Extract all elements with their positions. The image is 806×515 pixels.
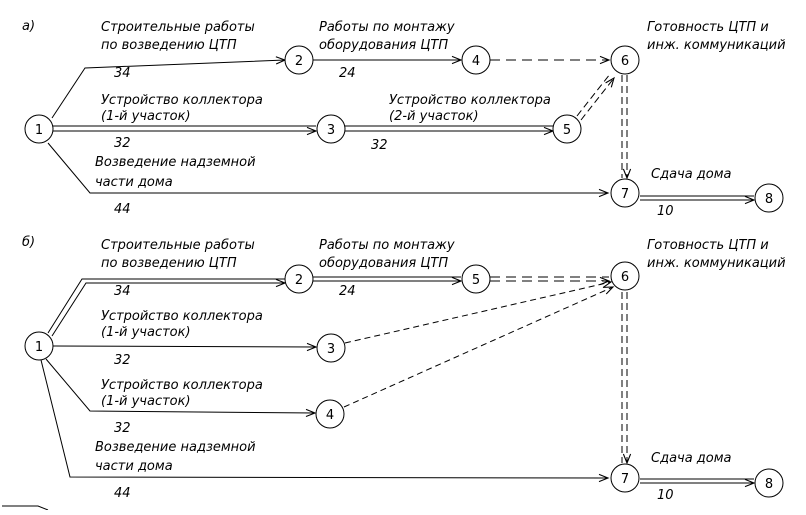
node-a-3 [316,114,346,144]
work-b-1-4-label-line2: (1-й участок) [101,394,191,409]
work-a-2-4-label-line1: Работы по монтажу [319,20,455,35]
work-a-3-5-duration: 32 [371,138,388,153]
node-a-5 [552,114,582,144]
node-b-6 [610,261,640,291]
node-b-8-label: 8 [765,477,773,492]
work-b-1-7-label-line2: части дома [95,459,173,474]
work-b-1-2-label-line1: Строительные работы [101,238,255,253]
node-a-8-label: 8 [765,192,773,207]
diagram-a: а) 1 2 3 4 5 6 7 [22,19,786,219]
node-a-5-label: 5 [563,123,571,138]
work-a-1-3-duration: 32 [114,136,131,151]
work-a-7-8-label: Сдача дома [651,167,732,182]
work-a-1-7-label-line2: части дома [95,175,173,190]
node-b-3-label: 3 [327,342,335,357]
dummy-b-4-6 [343,286,615,408]
work-a-1-7-label-line1: Возведение надземной [95,155,256,170]
node-b-2-label: 2 [295,273,303,288]
arrow-b-1-2-l2 [51,278,287,337]
work-b-1-7-label-line1: Возведение надземной [95,440,256,455]
work-b-1-2-duration: 34 [114,284,131,299]
event-b-6-label-line1: Готовность ЦТП и [647,238,769,253]
node-a-7-label: 7 [621,187,629,202]
node-b-4 [315,399,345,429]
node-b-8 [754,468,784,498]
work-a-1-2-label-line2: по возведению ЦТП [101,38,237,53]
node-a-3-label: 3 [327,123,335,138]
event-a-6-label-line2: инж. коммуникаций [647,38,786,53]
node-b-4-label: 4 [326,408,334,423]
node-a-4-label: 4 [472,54,480,69]
work-b-2-5-label-line2: оборудования ЦТП [319,256,448,271]
node-a-6 [610,45,640,75]
work-a-2-4-duration: 24 [339,66,356,81]
work-b-1-3-label-line2: (1-й участок) [101,325,191,340]
node-a-8 [754,183,784,213]
node-b-1-label: 1 [35,340,43,355]
work-b-1-3-duration: 32 [114,353,131,368]
work-b-7-8-duration: 10 [657,488,674,503]
node-a-1-label: 1 [35,123,43,138]
diagram-a-label: а) [22,19,35,34]
node-b-5 [461,264,491,294]
node-a-6-label: 6 [621,54,629,69]
arrow-b-1-2-l1 [47,278,285,334]
work-b-1-2-label-line2: по возведению ЦТП [101,256,237,271]
work-b-1-4-duration: 32 [114,421,131,436]
node-a-2-label: 2 [295,54,303,69]
work-b-2-5-label-line1: Работы по монтажу [319,238,455,253]
arrow-b-1-7 [40,359,610,483]
node-a-2 [284,45,314,75]
node-a-7 [610,178,640,208]
work-a-1-2-duration: 34 [114,66,131,81]
corner-mark [2,505,49,511]
work-a-1-7-duration: 44 [114,202,131,217]
arrow-a-1-2 [51,56,287,119]
work-a-1-3-label-line1: Устройство коллектора [101,93,263,108]
work-b-2-5-duration: 24 [339,284,356,299]
work-a-3-5-label-line1: Устройство коллектора [389,93,551,108]
dummy-a-5-6-l1 [576,73,611,117]
arrow-b-1-3 [52,342,318,352]
event-b-6-label-line2: инж. коммуникаций [647,256,786,271]
dummy-a-5-6-l2 [580,76,615,121]
node-b-6-label: 6 [621,270,629,285]
diagram-b-label: б) [22,235,35,250]
work-a-1-3-label-line2: (1-й участок) [101,109,191,124]
arrow-a-1-7 [47,142,610,198]
node-a-4 [461,45,491,75]
work-a-7-8-duration: 10 [657,204,674,219]
dummy-b-3-6 [344,279,613,344]
diagram-b: б) 1 2 3 4 5 6 [22,235,786,503]
work-b-1-3-label-line1: Устройство коллектора [101,309,263,324]
node-b-2 [284,264,314,294]
arrow-b-1-4 [45,358,317,418]
work-b-1-7-duration: 44 [114,486,131,501]
node-b-7 [610,463,640,493]
work-a-1-2-label-line1: Строительные работы [101,20,255,35]
node-b-3 [316,333,346,363]
node-b-5-label: 5 [472,273,480,288]
node-b-1 [24,331,54,361]
event-a-6-label-line1: Готовность ЦТП и [647,20,769,35]
work-a-3-5-label-line2: (2-й участок) [389,109,479,124]
work-a-2-4-label-line2: оборудования ЦТП [319,38,448,53]
node-b-7-label: 7 [621,472,629,487]
work-b-7-8-label: Сдача дома [651,451,732,466]
work-b-1-4-label-line1: Устройство коллектора [101,378,263,393]
node-a-1 [24,114,54,144]
